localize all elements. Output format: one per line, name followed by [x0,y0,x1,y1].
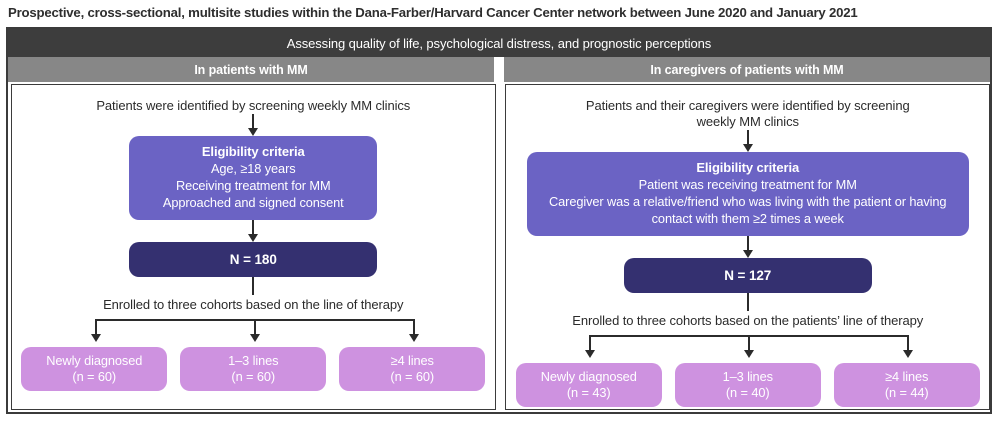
cohort-label: Newly diagnosed [540,369,637,384]
cohort-box: Newly diagnosed (n = 60) [21,347,168,391]
panel-header-gap [494,57,504,82]
eligibility-line-1: Patient was receiving treatment for MM [638,177,857,192]
cohort-count: (n = 43) [566,385,611,400]
cohort-box: ≥4 lines (n = 60) [339,347,486,391]
panel-caregivers: Patients and their caregivers were ident… [505,84,990,410]
cohort-label: ≥4 lines [390,353,434,368]
cohort-label: Newly diagnosed [46,353,143,368]
branch-connector-patients [12,313,495,345]
cohort-box: 1–3 lines (n = 60) [180,347,327,391]
arrow-eligibility-to-n [741,236,755,258]
enrolled-count-label: N = 180 [229,252,277,267]
enrolled-count-box-patients: N = 180 [129,242,378,277]
eligibility-box-patients: Eligibility criteria Age, ≥18 years Rece… [129,136,378,220]
cohort-label: ≥4 lines [885,369,929,384]
eligibility-title: Eligibility criteria [201,144,305,159]
eligibility-line-2: Receiving treatment for MM [175,178,331,193]
branch-connector-caregivers [506,329,989,361]
eligibility-line-1: Age, ≥18 years [210,161,296,176]
connector-n-to-enrolled-text [252,277,255,295]
arrow-eligibility-to-n [246,220,260,242]
panels-container: Patients were identified by screening we… [8,82,990,412]
screening-text-patients: Patients were identified by screening we… [96,98,411,113]
diagram-frame: Assessing quality of life, psychological… [6,27,992,414]
arrow-screening-to-eligibility [246,114,260,136]
arrow-screening-to-eligibility [741,130,755,152]
enrolled-text-patients: Enrolled to three cohorts based on the l… [103,297,404,312]
cohort-label: 1–3 lines [722,369,773,384]
diagram-banner: Assessing quality of life, psychological… [8,29,990,57]
panel-divider [495,84,500,410]
cohort-box: Newly diagnosed (n = 43) [515,363,662,407]
connector-n-to-enrolled-text [746,293,749,311]
panel-header-row: In patients with MM In caregivers of pat… [8,57,990,82]
cohort-box: ≥4 lines (n = 44) [833,363,980,407]
cohort-count: (n = 44) [884,385,929,400]
cohort-count: (n = 60) [72,369,117,384]
enrolled-text-caregivers: Enrolled to three cohorts based on the p… [572,313,924,328]
cohort-count: (n = 40) [725,385,770,400]
panel-patients: Patients were identified by screening we… [11,84,496,410]
eligibility-line-2: Caregiver was a relative/friend who was … [549,194,947,226]
enrolled-count-box-caregivers: N = 127 [623,258,872,293]
enrolled-count-label: N = 127 [724,268,772,283]
screening-text-caregivers: Patients and their caregivers were ident… [585,98,910,129]
cohort-row-caregivers: Newly diagnosed (n = 43) 1–3 lines (n = … [515,363,980,407]
cohort-count: (n = 60) [231,369,276,384]
panel-header-patients: In patients with MM [8,57,494,82]
eligibility-title: Eligibility criteria [696,160,800,175]
cohort-count: (n = 60) [390,369,435,384]
cohort-label: 1–3 lines [228,353,279,368]
cohort-row-patients: Newly diagnosed (n = 60) 1–3 lines (n = … [21,347,486,391]
panel-header-caregivers: In caregivers of patients with MM [504,57,990,82]
eligibility-box-caregivers: Eligibility criteria Patient was receivi… [526,152,969,236]
figure-title: Prospective, cross-sectional, multisite … [8,5,858,20]
eligibility-line-3: Approached and signed consent [162,195,344,210]
cohort-box: 1–3 lines (n = 40) [674,363,821,407]
